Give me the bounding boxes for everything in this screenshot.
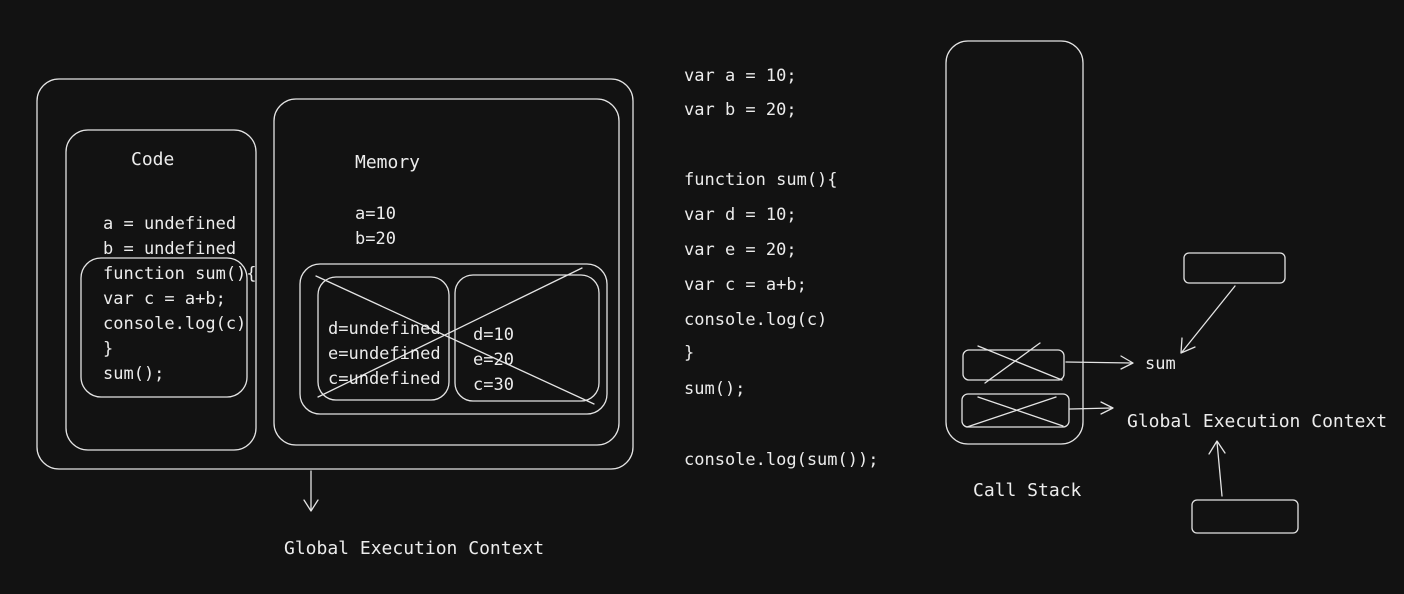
code-line: function sum(){ <box>103 264 257 284</box>
stack-sum-label: sum <box>1145 354 1176 374</box>
sum-memory-old-line: e=undefined <box>328 344 441 364</box>
code-line: console.log(c) <box>103 314 247 334</box>
sum-memory-new-box <box>454 274 600 402</box>
gec-down-arrow-head <box>303 499 319 512</box>
stack-gec-label: Global Execution Context <box>1127 411 1388 432</box>
sum-memory-new-line: d=10 <box>473 325 514 345</box>
code-line: } <box>103 339 114 359</box>
memory-line: a=10 <box>355 204 396 224</box>
top-box-arrow-head <box>1180 337 1196 354</box>
arrow-to-gec <box>1069 407 1113 410</box>
arrow-to-sum <box>1065 361 1133 364</box>
source-line: var e = 20; <box>684 240 797 260</box>
source-line: } <box>684 343 695 363</box>
sum-context-box <box>299 263 608 415</box>
memory-line: b=20 <box>355 229 396 249</box>
source-line: var d = 10; <box>684 205 797 225</box>
gec-label: Global Execution Context <box>284 538 545 559</box>
stack-frame-sum <box>962 349 1065 381</box>
code-box <box>65 129 257 451</box>
source-line: var a = 10; <box>684 66 797 86</box>
code-title: Code <box>131 149 175 170</box>
stack-frame-gec-cross-2 <box>966 396 1057 428</box>
top-blank-box <box>1183 252 1286 284</box>
sum-memory-old-box <box>317 276 450 401</box>
sum-memory-old-line: c=undefined <box>328 369 441 389</box>
code-line: a = undefined <box>103 214 237 234</box>
function-box <box>80 257 248 398</box>
source-line: var b = 20; <box>684 100 797 120</box>
call-stack-box <box>945 40 1084 445</box>
source-line: function sum(){ <box>684 170 838 190</box>
memory-box <box>273 98 620 446</box>
stack-frame-gec <box>961 393 1070 428</box>
bottom-box-arrow <box>1216 441 1223 497</box>
source-line: console.log(sum()); <box>684 450 879 470</box>
arrow-to-sum-head <box>1120 355 1134 370</box>
source-line: var c = a+b; <box>684 275 807 295</box>
stack-frame-gec-cross-1 <box>977 396 1064 427</box>
cross-line-1 <box>315 275 595 405</box>
arrow-to-gec-head <box>1100 401 1114 415</box>
call-stack-title: Call Stack <box>973 480 1082 501</box>
code-line: var c = a+b; <box>103 289 226 309</box>
source-line: console.log(c) <box>684 310 828 330</box>
source-line: sum(); <box>684 379 746 399</box>
memory-title: Memory <box>355 152 421 173</box>
gec-outer-box <box>36 78 634 470</box>
stack-frame-sum-cross-1 <box>977 345 1063 381</box>
sum-memory-new-line: c=30 <box>473 375 514 395</box>
sum-memory-new-line: e=20 <box>473 350 514 370</box>
sum-memory-old-line: d=undefined <box>328 319 441 339</box>
code-line: sum(); <box>103 364 165 384</box>
stack-frame-sum-cross-2 <box>984 342 1041 384</box>
top-box-arrow <box>1181 285 1236 353</box>
cross-line-2 <box>317 267 583 398</box>
code-line: b = undefined <box>103 239 237 259</box>
bottom-box-arrow-head <box>1208 440 1226 455</box>
bottom-blank-box <box>1191 499 1299 534</box>
